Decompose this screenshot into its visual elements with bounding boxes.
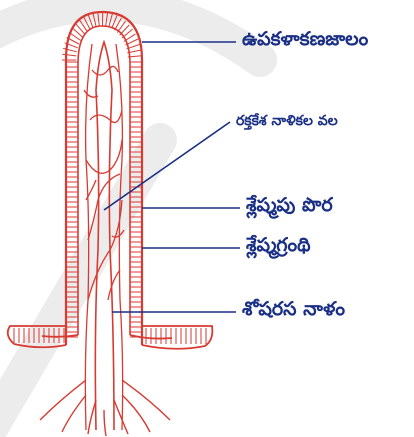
label-capillary-network: రక్తకేశ నాళికల వల <box>236 114 338 128</box>
epithelial-cell-wall <box>62 54 76 56</box>
villus-inner-outline <box>78 26 130 335</box>
label-epithelium: ఉపకళాకణజాలం <box>242 30 368 49</box>
label-mucous-gland: శ్లేష్మగ్రంథి <box>246 236 311 255</box>
leader-lines <box>104 42 240 312</box>
vessel-roots <box>40 380 170 436</box>
epithelial-cell-wall <box>88 15 93 28</box>
epithelial-cell-wall <box>106 13 108 27</box>
capillary-network <box>84 44 124 430</box>
left-crypt <box>8 326 78 347</box>
epithelial-cell-wall <box>93 13 96 27</box>
epithelial-cell-wall <box>109 14 113 28</box>
epithelial-cell-wall <box>98 12 100 26</box>
lacteal-vessel <box>95 42 114 430</box>
label-lacteal: శోషరస నాళం <box>242 300 345 319</box>
label-mucous-layer: శ్లేష్మపు పొర <box>246 196 333 215</box>
